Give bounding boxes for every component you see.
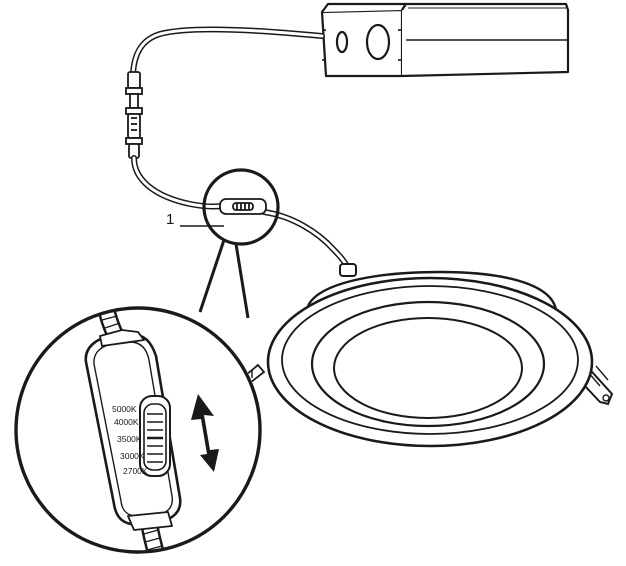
callout-1: 1 — [166, 211, 224, 228]
recessed-downlight — [238, 263, 614, 448]
junction-box — [320, 2, 570, 78]
cct-label-5000k: 5000K — [112, 404, 137, 414]
magnifier-ring — [202, 168, 280, 246]
double-arrow-up-down-icon — [191, 394, 219, 472]
cct-label-4000k: 4000K — [114, 417, 139, 427]
cct-selector-switch — [219, 198, 267, 215]
slider-knob — [143, 403, 167, 471]
supply-cable — [130, 26, 325, 77]
detail-circle-outline — [14, 306, 262, 554]
detail-cable-bottom — [141, 526, 169, 552]
detail-switch-body — [84, 329, 182, 531]
knockout-small — [335, 30, 349, 54]
lead-cable — [131, 155, 225, 210]
cct-labels: 5000K 4000K 3500K 3000K 2700K — [112, 404, 148, 476]
cct-label-3000k: 3000K — [120, 451, 145, 461]
knockout-large — [365, 23, 391, 61]
inline-connector — [125, 71, 143, 159]
detail-view: 5000K 4000K 3500K 3000K 2700K — [14, 306, 262, 554]
cct-label-2700k: 2700K — [123, 466, 148, 476]
zoom-lines — [198, 239, 250, 319]
cct-label-3500k: 3500K — [117, 434, 142, 444]
callout-number: 1 — [166, 211, 174, 228]
